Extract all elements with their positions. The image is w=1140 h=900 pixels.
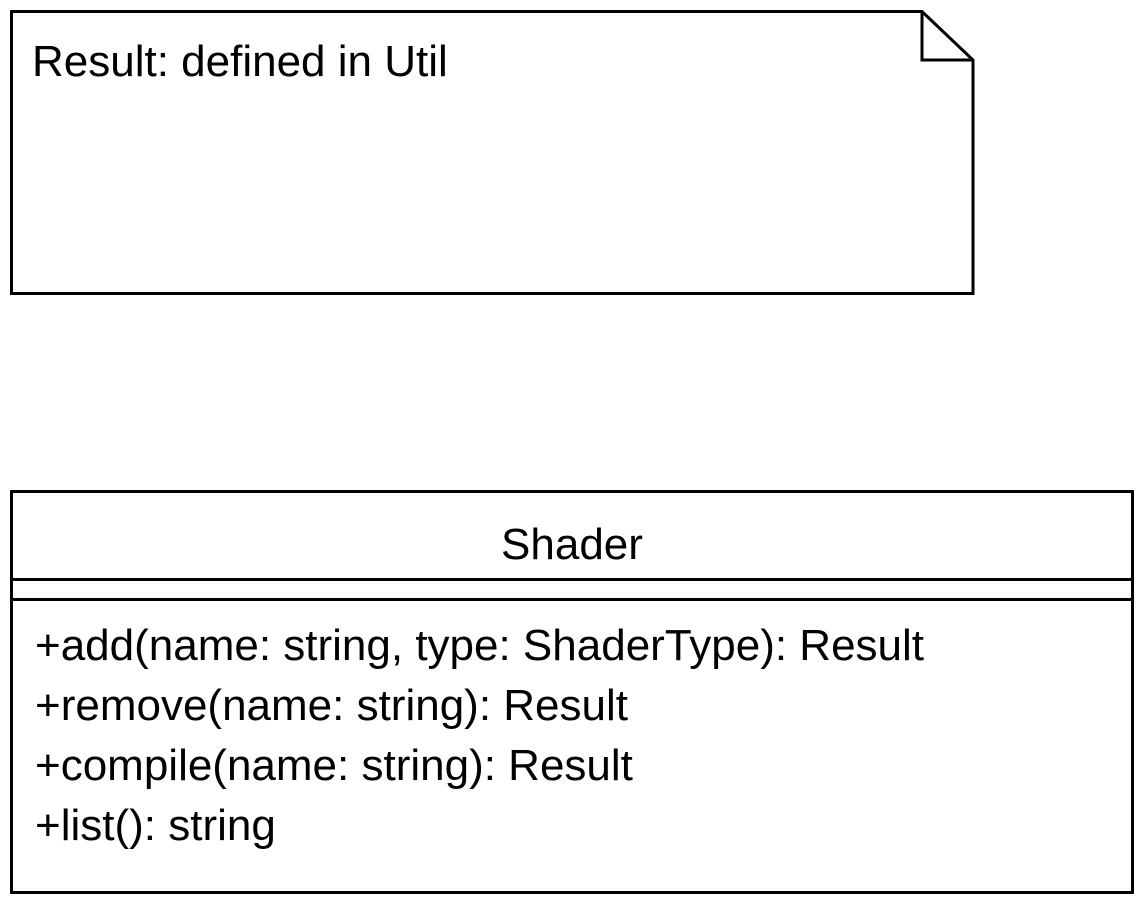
note: Result: defined in Util — [10, 10, 975, 295]
method-list: +list(): string — [35, 801, 276, 850]
attributes-compartment — [13, 581, 1131, 601]
note-text: Result: defined in Util — [32, 37, 448, 86]
note-shape — [10, 10, 975, 295]
method-compile: +compile(name: string): Result — [35, 741, 633, 790]
shader-class: Shader +add(name: string, type: ShaderTy… — [10, 490, 1134, 894]
method-remove: +remove(name: string): Result — [35, 681, 628, 730]
note-dog-ear — [920, 11, 973, 62]
class-name: Shader — [13, 493, 1131, 581]
method-add: +add(name: string, type: ShaderType): Re… — [35, 621, 925, 670]
methods-compartment: +add(name: string, type: ShaderType): Re… — [35, 616, 924, 856]
